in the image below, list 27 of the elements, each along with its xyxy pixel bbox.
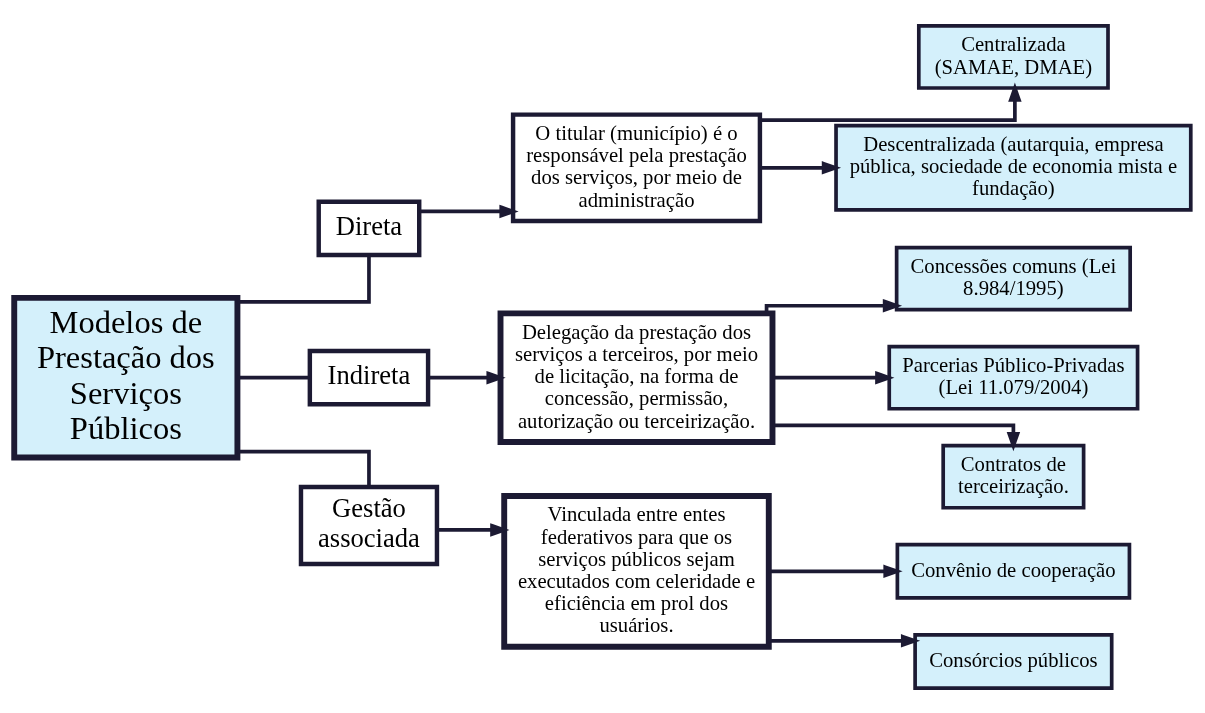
arrow xyxy=(419,204,519,218)
node-box: Contratos de terceirização. xyxy=(941,443,1086,510)
node-box: Direta xyxy=(316,199,422,257)
node-box: Parcerias Público-Privadas (Lei 11.079/2004) xyxy=(887,344,1140,411)
arrow xyxy=(768,564,903,578)
node-box: Indireta xyxy=(307,348,431,406)
node-box: O titular (município) é o responsável pela prestação dos serviços, por meio de administração xyxy=(510,111,763,223)
node-box: Delegação da prestação dos serviços a terceiros, por meio de licitação, na forma de concessão, permissão, autorização ou terceirização. xyxy=(497,309,776,445)
arrow xyxy=(760,160,842,175)
node-box: Gestão associada xyxy=(298,484,440,566)
arrow xyxy=(760,82,1022,122)
arrow xyxy=(764,298,903,313)
node-box: Convênio de cooperação xyxy=(895,542,1132,600)
arrow xyxy=(772,423,1021,451)
arrow xyxy=(768,633,921,648)
arrow xyxy=(437,522,510,537)
node-box: Centralizada (SAMAE, DMAE) xyxy=(916,23,1110,90)
node-box: Vinculada entre entes federativos para que os serviços públicos sejam executados com celeridade e eficiência em prol dos usuários. xyxy=(501,492,772,650)
connector xyxy=(237,375,310,380)
node-box: Concessões comuns (Lei 8.984/1995) xyxy=(894,245,1132,312)
node-box: Consórcios públicos xyxy=(913,632,1114,690)
connector xyxy=(237,254,371,304)
node-box: Descentralizada (autarquia, empresa pública, sociedade de economia mista e fundação) xyxy=(834,123,1193,212)
node-box: Modelos de Prestação dos Serviços Públicos xyxy=(11,294,241,460)
arrow xyxy=(428,370,506,384)
connector xyxy=(237,449,371,487)
arrow xyxy=(772,370,895,384)
